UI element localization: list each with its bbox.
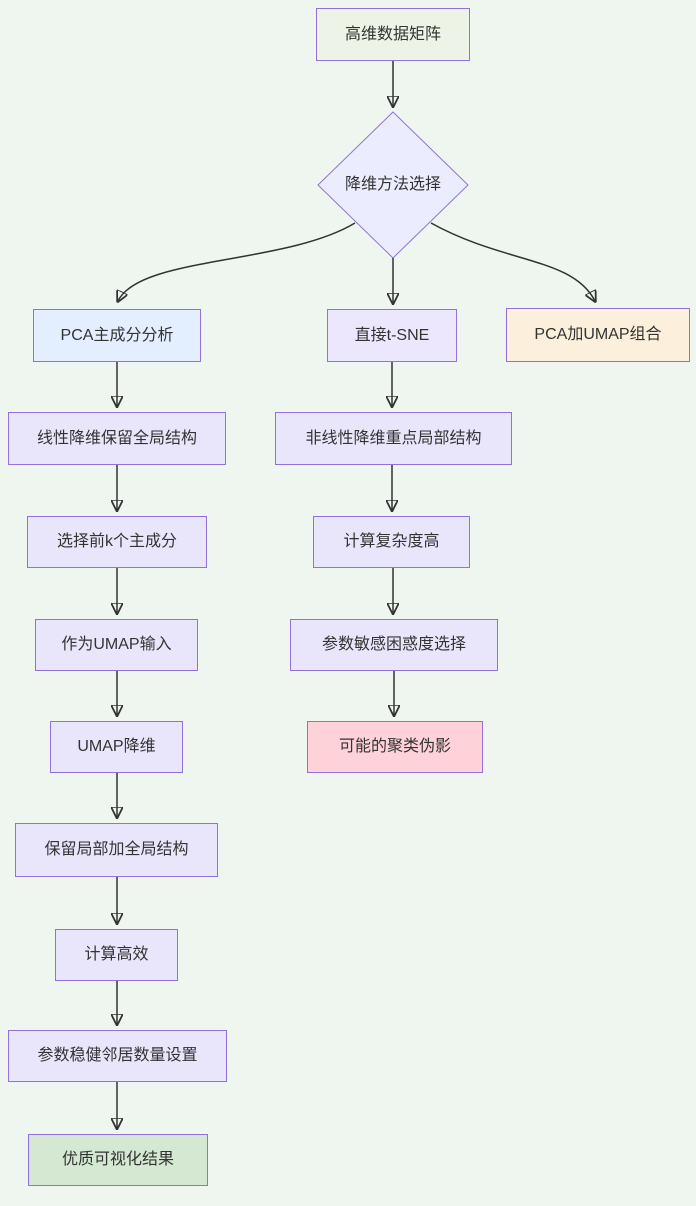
node-robust-label: 参数稳健邻居数量设置 bbox=[37, 1047, 198, 1065]
node-result: 优质可视化结果 bbox=[28, 1134, 208, 1186]
node-nonlinear-label: 非线性降维重点局部结构 bbox=[305, 429, 482, 447]
node-perplexity: 参数敏感困惑度选择 bbox=[290, 619, 498, 671]
node-tsne-label: 直接t-SNE bbox=[354, 326, 430, 344]
node-complexity-label: 计算复杂度高 bbox=[343, 533, 440, 551]
node-linear: 线性降维保留全局结构 bbox=[8, 412, 226, 465]
node-pca-label: PCA主成分分析 bbox=[60, 326, 174, 344]
node-preserve-label: 保留局部加全局结构 bbox=[44, 841, 189, 859]
node-result-label: 优质可视化结果 bbox=[61, 1151, 174, 1169]
edge-decision-combo bbox=[430, 222, 595, 301]
node-artifact-label: 可能的聚类伪影 bbox=[338, 738, 451, 756]
node-umap: UMAP降维 bbox=[50, 721, 183, 773]
node-umap-input: 作为UMAP输入 bbox=[35, 619, 198, 671]
node-perplexity-label: 参数敏感困惑度选择 bbox=[321, 636, 466, 654]
node-efficient: 计算高效 bbox=[55, 929, 178, 981]
node-linear-label: 线性降维保留全局结构 bbox=[36, 429, 197, 447]
node-topk: 选择前k个主成分 bbox=[27, 516, 207, 568]
node-matrix-label: 高维数据矩阵 bbox=[344, 25, 441, 43]
node-combo: PCA加UMAP组合 bbox=[506, 308, 690, 362]
edge-decision-pca bbox=[118, 222, 356, 301]
node-matrix: 高维数据矩阵 bbox=[316, 8, 470, 61]
node-artifact: 可能的聚类伪影 bbox=[307, 721, 483, 773]
node-complexity: 计算复杂度高 bbox=[313, 516, 470, 568]
node-umap-label: UMAP降维 bbox=[77, 738, 156, 756]
node-pca: PCA主成分分析 bbox=[33, 309, 201, 362]
node-nonlinear: 非线性降维重点局部结构 bbox=[275, 412, 512, 465]
node-decision-label: 降维方法选择 bbox=[344, 176, 441, 194]
node-efficient-label: 计算高效 bbox=[84, 946, 149, 964]
node-robust: 参数稳健邻居数量设置 bbox=[8, 1030, 227, 1082]
node-decision: 降维方法选择 bbox=[318, 161, 468, 209]
node-tsne: 直接t-SNE bbox=[327, 309, 457, 362]
node-topk-label: 选择前k个主成分 bbox=[56, 533, 177, 551]
node-combo-label: PCA加UMAP组合 bbox=[534, 326, 662, 344]
node-preserve: 保留局部加全局结构 bbox=[15, 823, 218, 877]
node-umap-input-label: 作为UMAP输入 bbox=[61, 636, 172, 654]
